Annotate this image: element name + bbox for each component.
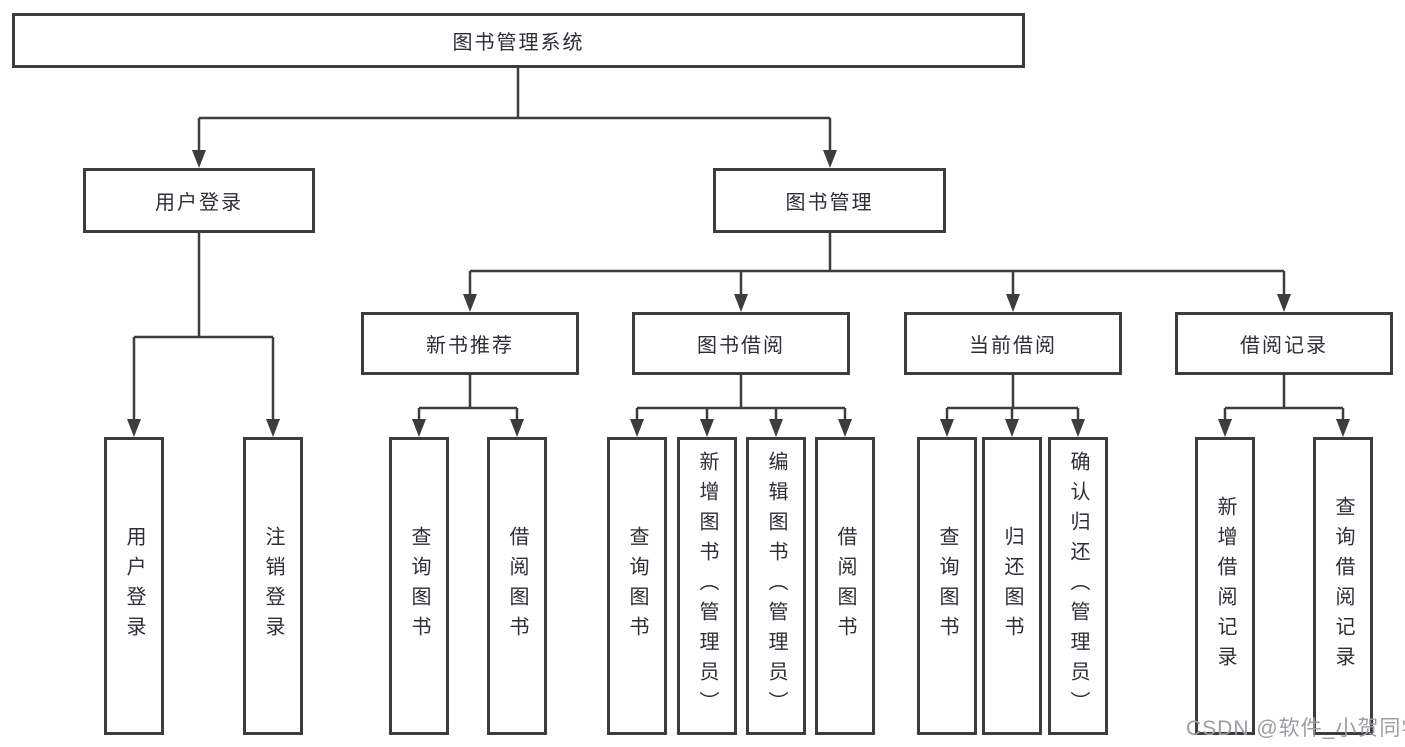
leaf-borrow-book: 借阅图书 bbox=[815, 437, 875, 735]
leaf-edit-book-admin: 编辑图书（管理员） bbox=[746, 437, 806, 735]
leaf-borrow-books-recommend: 借阅图书 bbox=[487, 437, 547, 735]
leaf-confirm-return-admin: 确认归还（管理员） bbox=[1048, 437, 1108, 735]
leaf-logout: 注销登录 bbox=[243, 437, 303, 735]
node-book-management-system: 图书管理系统 bbox=[12, 13, 1025, 68]
connector-new-book-recommend bbox=[417, 375, 519, 422]
connector-root bbox=[197, 68, 832, 153]
leaf-query-books-borrow: 查询图书 bbox=[607, 437, 667, 735]
leaf-add-book-admin: 新增图书（管理员） bbox=[677, 437, 737, 735]
node-book-management: 图书管理 bbox=[713, 168, 946, 233]
node-new-book-recommend: 新书推荐 bbox=[361, 312, 579, 375]
connector-current-borrow bbox=[945, 375, 1080, 422]
node-current-borrow: 当前借阅 bbox=[904, 312, 1122, 375]
leaf-query-borrow-record: 查询借阅记录 bbox=[1313, 437, 1373, 735]
leaf-query-books-current: 查询图书 bbox=[917, 437, 977, 735]
leaf-query-books-recommend: 查询图书 bbox=[389, 437, 449, 735]
leaf-user-login: 用户登录 bbox=[104, 437, 164, 735]
watermark: CSDN @软件_小贺同学 bbox=[1186, 717, 1405, 740]
connector-borrow-records bbox=[1223, 375, 1345, 422]
leaf-add-borrow-record: 新增借阅记录 bbox=[1195, 437, 1255, 735]
connector-book-borrow bbox=[635, 375, 847, 422]
arrowheads bbox=[127, 150, 1350, 437]
leaf-return-book: 归还图书 bbox=[982, 437, 1042, 735]
node-user-login: 用户登录 bbox=[83, 168, 315, 233]
connector-user-login bbox=[132, 233, 275, 422]
node-book-borrow: 图书借阅 bbox=[632, 312, 850, 375]
node-borrow-records: 借阅记录 bbox=[1175, 312, 1393, 375]
connector-book-management bbox=[468, 233, 1286, 297]
